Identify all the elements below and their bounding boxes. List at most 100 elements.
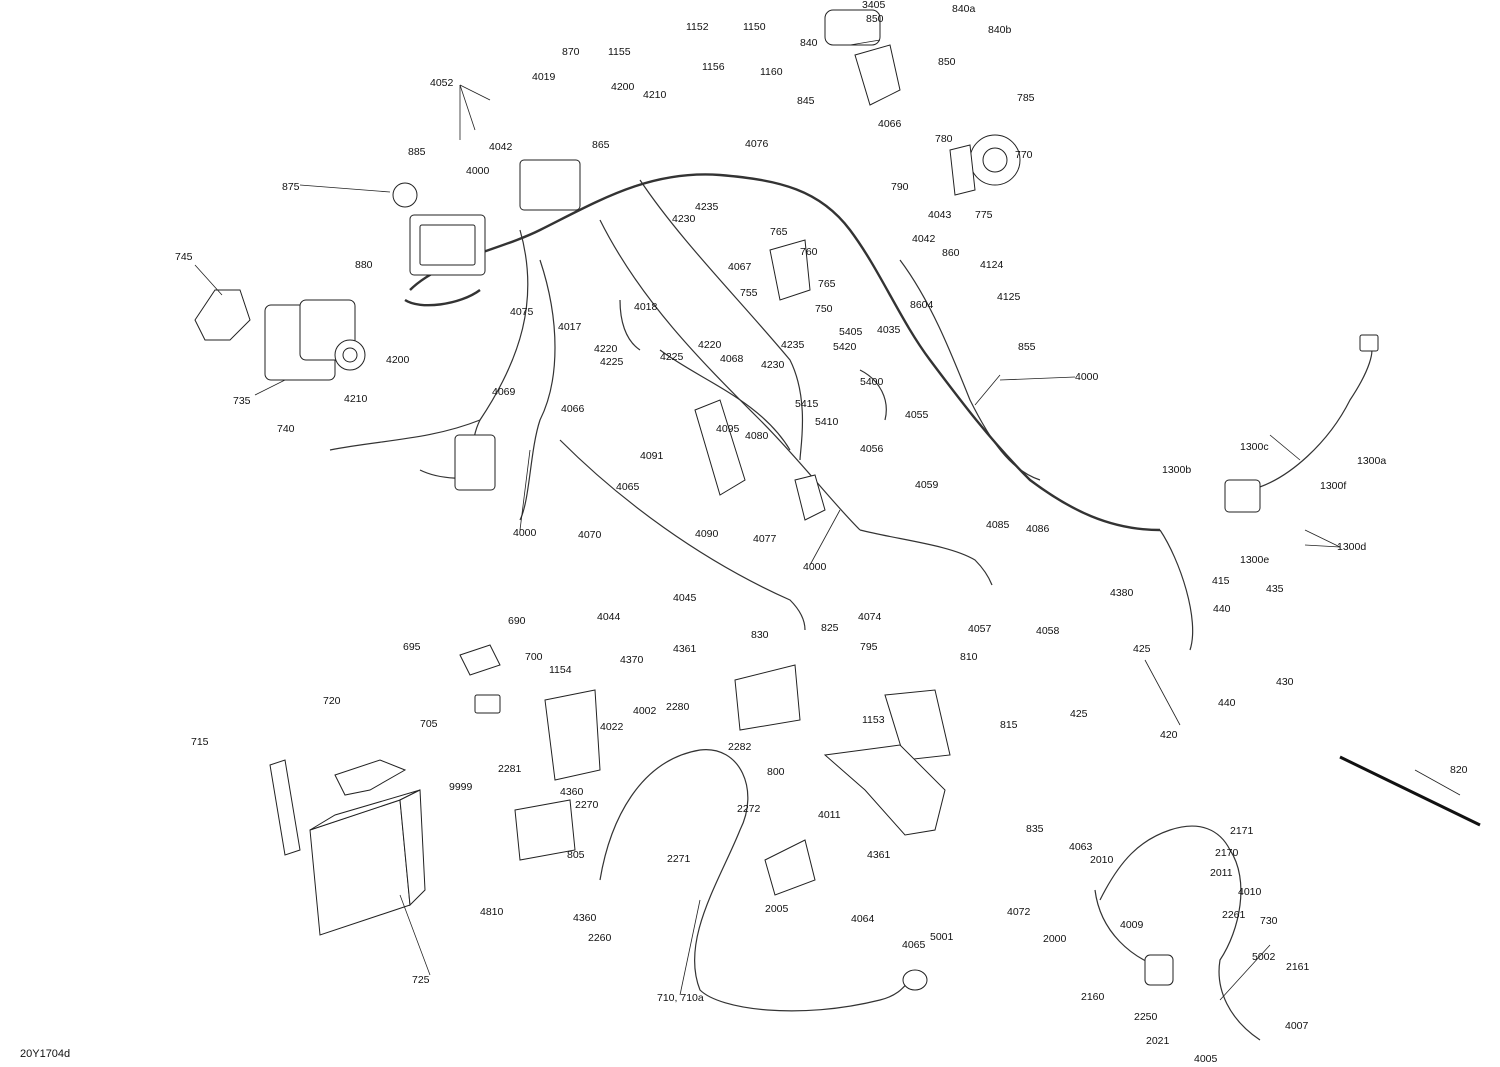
callout-label: 4230 [672,213,696,225]
callout-label: 4072 [1007,906,1031,918]
callout-label: 4007 [1285,1020,1309,1032]
callout-label: 4019 [532,71,556,83]
callout-label: 4042 [489,141,513,153]
callout-label: 755 [740,287,758,299]
callout-label: 4074 [858,611,882,623]
callout-label: 850 [938,56,956,68]
callout-label: 1152 [686,21,709,33]
callout-label: 4076 [745,138,769,150]
callout-label: 1300c [1240,441,1269,453]
callout-label: 435 [1266,583,1284,595]
callout-label: 820 [1450,764,1468,776]
callout-label: 735 [233,395,251,407]
callout-label: 5410 [815,416,839,428]
callout-label: 1154 [549,664,572,676]
callout-label: 845 [797,95,815,107]
callout-label: 4091 [640,450,664,462]
callout-label: 875 [282,181,300,193]
callout-label: 4068 [720,353,744,365]
callout-label: 4058 [1036,625,1060,637]
callout-label: 4235 [695,201,719,213]
callout-label: 430 [1276,676,1294,688]
callout-label: 4035 [877,324,901,336]
callout-label: 855 [1018,341,1036,353]
callout-label: 4045 [673,592,697,604]
callout-label: 2280 [666,701,690,713]
callout-label: 2271 [667,853,691,865]
callout-label: 790 [891,181,909,193]
callout-label: 800 [767,766,785,778]
callout-label: 2250 [1134,1011,1158,1023]
callout-label: 4052 [430,77,454,89]
callout-label: 710, 710a [657,992,704,1004]
callout-label: 860 [942,247,960,259]
callout-label: 840a [952,3,976,15]
callout-label: 4200 [611,81,635,93]
callout-label: 4009 [1120,919,1144,931]
callout-label: 765 [818,278,836,290]
callout-label: 4000 [513,527,537,539]
callout-label: 2261 [1222,909,1246,921]
callout-label: 4064 [851,913,875,925]
callout-label: 4043 [928,209,952,221]
callout-label: 1156 [702,61,725,73]
callout-label: 2021 [1146,1035,1170,1047]
callout-label: 830 [751,629,769,641]
callout-label: 4090 [695,528,719,540]
callout-label: 725 [412,974,430,986]
callout-label: 4810 [480,906,504,918]
callout-label: 4200 [386,354,410,366]
callout-label: 770 [1015,149,1033,161]
callout-label: 4210 [643,89,667,101]
callout-label: 3405 [862,0,886,11]
callout-label: 690 [508,615,526,627]
callout-label: 1160 [760,66,783,78]
callout-label: 1300d [1337,541,1366,553]
callout-label: 2000 [1043,933,1067,945]
callout-label: 1300f [1320,480,1346,492]
callout-label: 4095 [716,423,740,435]
callout-label: 715 [191,736,209,748]
callout-label: 865 [592,139,610,151]
main-wire-harness [329,173,1373,651]
callout-label: 885 [408,146,426,158]
callout-label: 775 [975,209,993,221]
callout-label: 805 [567,849,585,861]
callout-label: 4011 [818,809,841,821]
callout-label: 4086 [1026,523,1050,535]
callout-label: 425 [1133,643,1151,655]
callout-label: 880 [355,259,373,271]
callout-label: 5420 [833,341,857,353]
callout-label: 4077 [753,533,777,545]
callout-label: 4210 [344,393,368,405]
callout-label: 740 [277,423,295,435]
callout-label: 4042 [912,233,936,245]
callout-label: 695 [403,641,421,653]
callout-label: 2011 [1210,867,1233,879]
callout-label: 4370 [620,654,644,666]
callout-label: 1155 [608,46,631,58]
callout-label: 780 [935,133,953,145]
callout-label: 4085 [986,519,1010,531]
callout-label: 700 [525,651,543,663]
callout-label: 4017 [558,321,582,333]
callout-label: 4000 [1075,371,1099,383]
callout-label: 4230 [761,359,785,371]
callout-label: 2171 [1230,825,1254,837]
callout-label: 8604 [910,299,934,311]
callout-label: 2281 [498,763,522,775]
callout-label: 4225 [660,351,684,363]
callout-label: 730 [1260,915,1278,927]
callout-label: 4066 [878,118,902,130]
callout-label: 1300a [1357,455,1386,467]
callout-label: 4065 [902,939,926,951]
callout-label: 4065 [616,481,640,493]
callout-label: 1150 [743,21,766,33]
callout-label: 705 [420,718,438,730]
callout-label: 870 [562,46,580,58]
callout-label: 750 [815,303,833,315]
callout-label: 440 [1213,603,1231,615]
callout-label: 4044 [597,611,621,623]
callout-label: 4059 [915,479,939,491]
callout-label: 4125 [997,291,1021,303]
